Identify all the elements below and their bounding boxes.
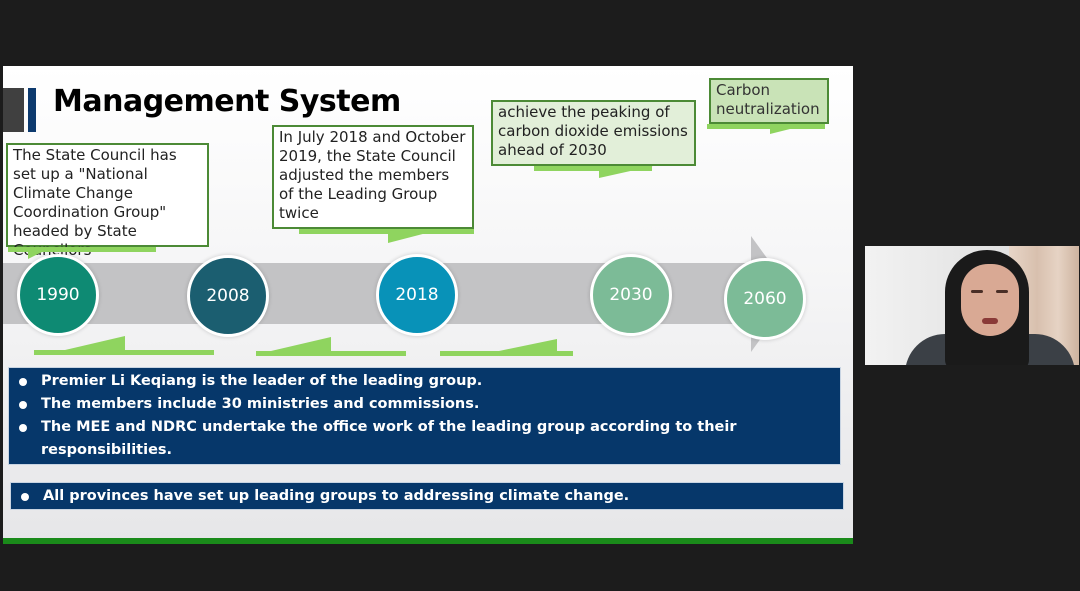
slide-title: Management System	[53, 84, 401, 119]
video-person-mouth	[982, 318, 998, 324]
callout-2060: Carbon neutralization	[709, 78, 829, 124]
lower-accent-1-tip	[65, 336, 125, 350]
title-accent-blue	[28, 88, 36, 132]
timeline-year-label: 1990	[36, 285, 80, 305]
participant-video-tile[interactable]	[865, 246, 1079, 365]
video-person-face	[961, 264, 1019, 336]
bullet-dot-icon	[19, 424, 27, 432]
timeline-year-label: 2030	[609, 285, 653, 305]
timeline-year-label: 2018	[395, 285, 439, 305]
video-person-eye	[996, 290, 1008, 293]
bullet-dot-icon	[19, 378, 27, 386]
bullet-box-leading-group: Premier Li Keqiang is the leader of the …	[8, 367, 841, 465]
lower-accent-3-tip	[499, 339, 557, 351]
timeline-node-1990: 1990	[17, 254, 99, 336]
callout-2060-pointer	[770, 124, 810, 134]
callout-2060-text: Carbon neutralization	[716, 81, 820, 118]
callout-1990: The State Council has set up a "National…	[6, 143, 209, 259]
callout-2030-text: achieve the peaking of carbon dioxide em…	[498, 103, 688, 159]
callout-2018-underline	[299, 229, 474, 234]
lower-accent-3	[440, 351, 573, 356]
callout-2030-pointer	[599, 166, 653, 178]
lower-accent-2-tip	[271, 337, 331, 351]
bullet-item: The members include 30 ministries and co…	[17, 393, 832, 416]
callout-2018: In July 2018 and October 2019, the State…	[272, 125, 474, 229]
bullet-item: The MEE and NDRC undertake the office wo…	[17, 416, 832, 462]
slide-footer-bar	[3, 538, 853, 544]
timeline-node-2018: 2018	[376, 254, 458, 336]
lower-accent-1	[34, 350, 214, 355]
callout-2060-underline	[707, 124, 825, 129]
callout-1990-underline	[8, 247, 156, 252]
timeline-node-2008: 2008	[187, 255, 269, 337]
bullet-dot-icon	[19, 401, 27, 409]
callout-2030-underline	[534, 166, 652, 171]
lower-accent-2	[256, 351, 406, 356]
bullet-item: All provinces have set up leading groups…	[19, 485, 835, 507]
callout-1990-text: The State Council has set up a "National…	[13, 146, 177, 259]
bullet-item: Premier Li Keqiang is the leader of the …	[17, 370, 832, 393]
title-accent-dark	[3, 88, 24, 132]
timeline-node-2060: 2060	[724, 258, 806, 340]
callout-2030: achieve the peaking of carbon dioxide em…	[491, 100, 696, 166]
timeline-node-2030: 2030	[590, 254, 672, 336]
timeline-year-label: 2008	[206, 286, 250, 306]
callout-2018-text: In July 2018 and October 2019, the State…	[279, 128, 466, 222]
video-person-eye	[971, 290, 983, 293]
shared-presentation-slide: Management System The State Council has …	[3, 66, 853, 544]
bullet-box-provinces: All provinces have set up leading groups…	[10, 482, 844, 510]
timeline-year-label: 2060	[743, 289, 787, 309]
callout-2018-pointer	[388, 229, 442, 243]
bullet-dot-icon	[21, 493, 29, 501]
